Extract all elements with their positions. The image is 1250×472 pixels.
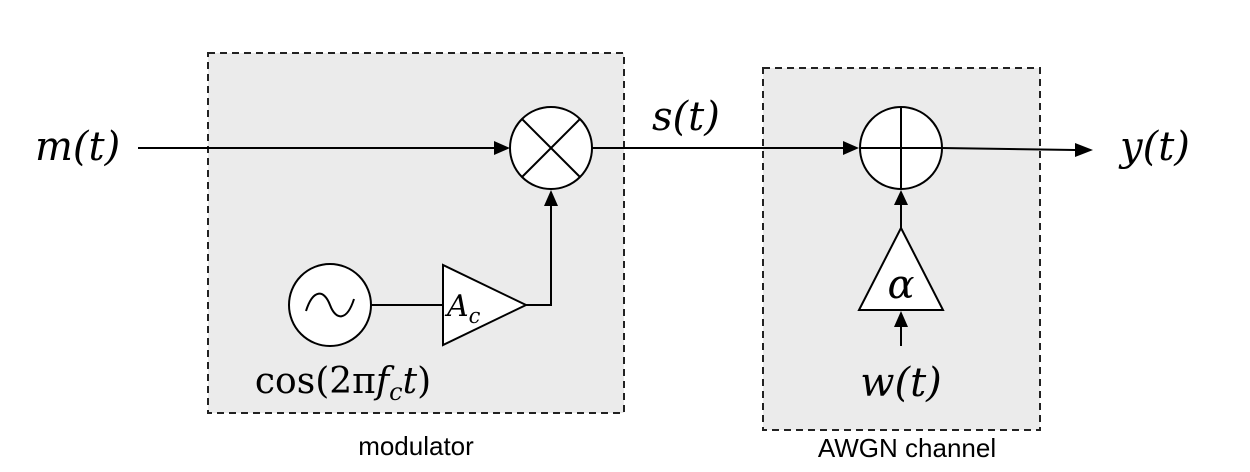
output-signal-label: y(t) (1118, 124, 1190, 170)
noise-to-gain-arrowhead (894, 311, 908, 327)
carrier-label: cos(2πfct) (255, 361, 431, 406)
output-wire (941, 147, 1076, 151)
carrier-gain-triangle (442, 263, 529, 347)
channel-gain-label: α (887, 262, 914, 308)
mixer-cross-stroke-b (521, 118, 581, 178)
input-arrowhead (494, 141, 510, 155)
adder (859, 106, 943, 190)
mixer-to-adder-arrowhead (843, 141, 859, 155)
gain-to-mixer-wire (526, 205, 552, 306)
channel-gain-triangle (857, 225, 945, 311)
channel-gain-amplifier: α (857, 225, 945, 311)
carrier-gain-label: Ac (444, 289, 481, 328)
output-arrowhead (1075, 143, 1093, 157)
input-signal-label: m(t) (35, 124, 120, 170)
gain-to-adder-arrowhead (894, 190, 908, 205)
modulator-caption: modulator (358, 431, 474, 461)
mixer-multiplier (509, 106, 593, 190)
oscillator (288, 263, 372, 347)
carrier-gain-amplifier: Ac (442, 263, 529, 347)
modulator-box (207, 52, 625, 414)
noise-signal-label: w(t) (860, 360, 942, 406)
awgn-channel-caption: AWGN channel (818, 433, 996, 463)
sine-wave-icon (305, 292, 355, 318)
modulated-signal-label: s(t) (652, 94, 720, 140)
gain-to-mixer-arrowhead (544, 190, 558, 206)
